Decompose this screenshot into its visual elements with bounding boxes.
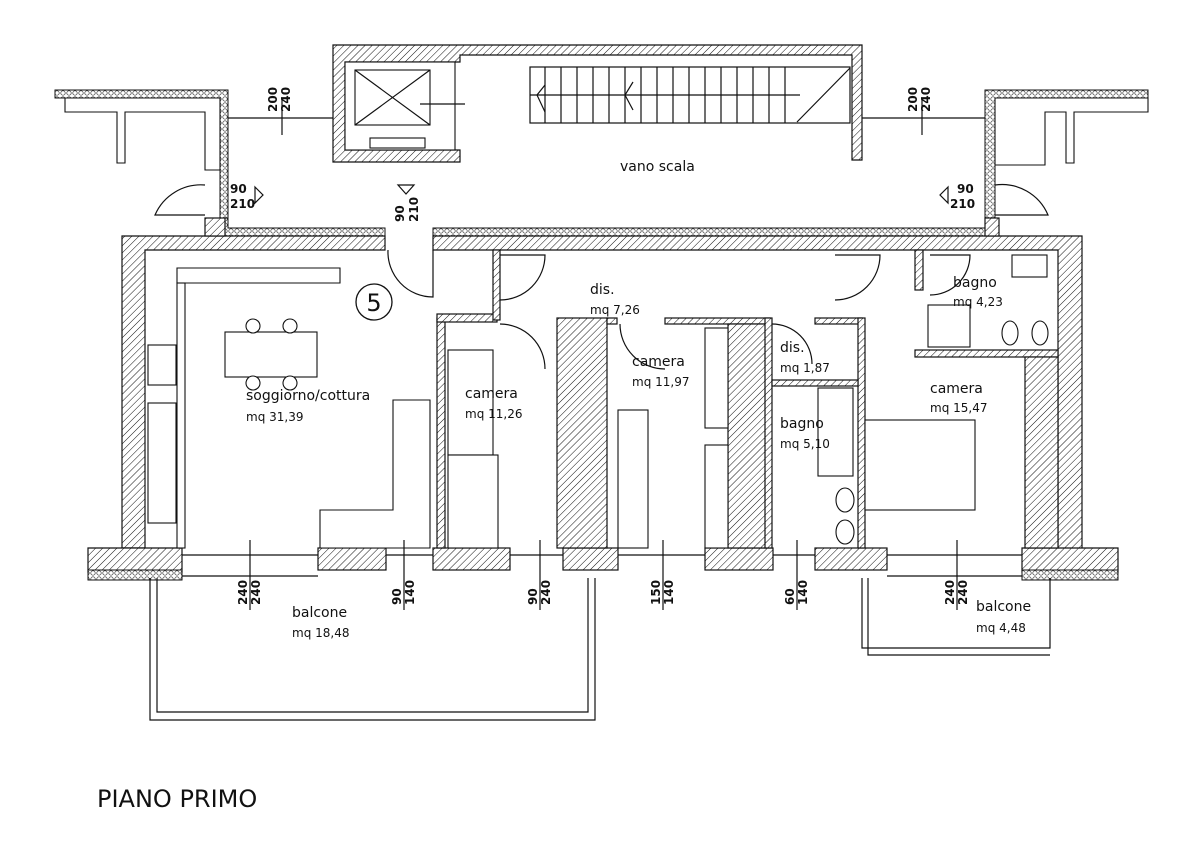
dim-top: 240: [236, 580, 250, 605]
dim-bottom: 140: [403, 580, 417, 605]
unit-number-circle: [355, 283, 393, 321]
dim-top: 90: [390, 588, 404, 605]
dim-top: 200: [906, 87, 920, 112]
room-area: mq 15,47: [930, 401, 987, 415]
dim-bottom: 240: [249, 580, 263, 605]
shower: [927, 304, 971, 348]
dim-top: 60: [783, 588, 797, 605]
staircase: [529, 66, 851, 124]
room-area: mq 18,48: [292, 626, 349, 640]
balcone-left-outline: [149, 578, 596, 721]
dim-top: 200: [266, 87, 280, 112]
furniture: [147, 254, 1049, 549]
room-area: mq 1,87: [780, 361, 830, 375]
room-name: soggiorno/cottura: [246, 388, 370, 404]
sofa: [319, 399, 431, 549]
room-name: dis.: [590, 282, 615, 298]
room-name: balcone: [976, 599, 1031, 615]
balcone-right-outline: [861, 578, 1051, 656]
interior-walls: [436, 249, 1059, 549]
dim-top: 150: [649, 580, 663, 605]
room-area: mq 4,23: [953, 295, 1003, 309]
dim-top: 90: [526, 588, 540, 605]
room-area: mq 7,26: [590, 303, 640, 317]
plan-title: PIANO PRIMO: [97, 785, 257, 813]
dim-bottom: 240: [956, 580, 970, 605]
double-bed: [864, 419, 976, 511]
bed: [447, 349, 494, 456]
dim-bottom: 240: [539, 580, 553, 605]
dimension-labels: 200 240 200 240 90 210 90 210 90 210 240…: [230, 87, 975, 610]
room-area: mq 11,97: [632, 375, 689, 389]
room-area: mq 11,26: [465, 407, 522, 421]
sink: [1011, 254, 1048, 278]
room-name: bagno: [953, 275, 997, 291]
room-area: mq 4,48: [976, 621, 1026, 635]
dim-bottom: 140: [796, 580, 810, 605]
unit-number: 5: [366, 289, 381, 317]
room-name: camera: [465, 386, 518, 402]
room-name: balcone: [292, 605, 347, 621]
dim-bottom: 210: [230, 197, 255, 211]
bathtub: [817, 387, 854, 477]
room-area: mq 31,39: [246, 410, 303, 424]
dim-top: 90: [393, 205, 407, 222]
dim-bottom: 240: [279, 87, 293, 112]
room-name: dis.: [780, 340, 805, 356]
dim-top: 90: [230, 182, 247, 196]
dining-table: [224, 331, 318, 378]
room-area: mq 5,10: [780, 437, 830, 451]
stair-core: [332, 44, 863, 163]
doors: [154, 183, 1049, 370]
room-name: camera: [930, 381, 983, 397]
dim-bottom: 210: [950, 197, 975, 211]
dim-bottom: 210: [407, 197, 421, 222]
dim-bottom: 240: [919, 87, 933, 112]
dim-top: 90: [957, 182, 974, 196]
room-labels: vano scala 5 soggiorno/cottura mq 31,39 …: [246, 159, 1031, 640]
dim-top: 240: [943, 580, 957, 605]
dim-bottom: 140: [662, 580, 676, 605]
room-name: camera: [632, 354, 685, 370]
room-name: vano scala: [620, 159, 695, 175]
room-name: bagno: [780, 416, 824, 432]
